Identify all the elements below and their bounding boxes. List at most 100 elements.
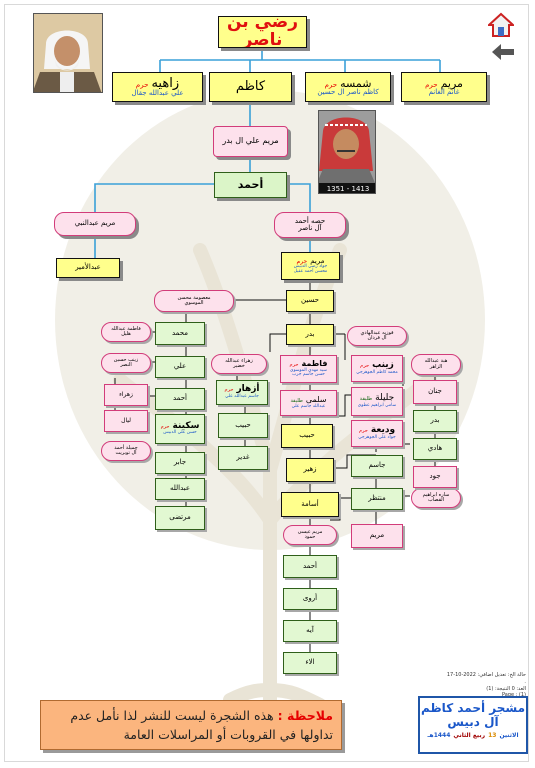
logo-year: 1444هـ — [427, 732, 451, 739]
ahmad-portrait-photo: 1413 - 1351 — [318, 110, 376, 194]
child-hadi[interactable]: هادي — [413, 438, 457, 460]
fawzia[interactable]: فوزيه عبدالهادي آل فردان — [347, 326, 407, 346]
osama-wife[interactable]: مريم عيسى حمود — [283, 525, 337, 545]
root-node[interactable]: رضي بن ناصر — [218, 16, 307, 48]
child-murtadha[interactable]: مرتضى — [155, 506, 205, 530]
abdullah-name: عبدالله — [169, 484, 191, 493]
fatima-name: فاطمة — [301, 359, 328, 369]
ali-name: علي — [173, 362, 187, 371]
hussain-wife-line1: معصومة محسن — [177, 294, 211, 301]
home-icon[interactable] — [486, 12, 516, 38]
osama-wife-line1: مريم عيسى — [297, 528, 323, 535]
child-jaber[interactable]: جابر — [155, 452, 205, 474]
badr-wife[interactable]: زهراء عبدالله خضير — [211, 354, 267, 374]
sara[interactable]: ساره ابراهيم القصاب — [411, 488, 461, 508]
mohammad-wife[interactable]: فاطمة عبدالله هليل — [101, 322, 151, 342]
abdulamir-name: عبدالأمير — [75, 263, 101, 272]
maryam-z-name: مريم — [369, 531, 385, 540]
child-mohammad[interactable]: محمد — [155, 322, 205, 345]
node-kadhim[interactable]: كاظم — [209, 72, 292, 102]
child-jood[interactable]: جود — [413, 466, 457, 488]
hussain-wife-line2: الموسوي — [184, 300, 204, 306]
node-abdulamir[interactable]: عبدالأمير — [56, 258, 120, 278]
logo-month: ربيع الثاني — [453, 732, 486, 739]
zainab-name: زينب — [372, 360, 394, 371]
hussain-wife[interactable]: معصومة محسن الموسوي — [154, 290, 234, 312]
child-badr2[interactable]: بدر — [413, 410, 457, 432]
node-hussain[interactable]: حسين — [286, 290, 334, 312]
osama-wife-line2: حمود — [304, 534, 316, 540]
fatima-tag: حرم — [289, 362, 299, 369]
child-ahmad3[interactable]: أحمد — [283, 555, 337, 578]
child-maryam-z[interactable]: مريم — [351, 524, 403, 548]
jinan-name: جنان — [428, 387, 442, 396]
wife-hessa[interactable]: حصه أحمد آل ناصر — [274, 212, 346, 238]
kadhim-name: كاظم — [235, 79, 266, 95]
hiba[interactable]: هبة عبدالله الزاهر — [411, 354, 461, 375]
node-badr[interactable]: بدر — [286, 324, 334, 345]
child-muntadhar[interactable]: منتظر — [351, 488, 403, 510]
badr-wife-line2: خضير — [233, 363, 245, 369]
child-jasim[interactable]: جاسم — [351, 455, 403, 477]
azhar-spouse: جاسم عبدالله علي — [225, 393, 259, 399]
node-osama[interactable]: أسامة — [281, 492, 339, 517]
shamsa-name: شمسه — [340, 76, 372, 90]
sara-line1: ساره ابراهيم — [422, 491, 450, 498]
hussain-name: حسين — [301, 296, 320, 305]
zainab-tag: حرم — [360, 363, 370, 370]
child-habib2[interactable]: حبيب — [218, 413, 268, 438]
child-jinan[interactable]: جنان — [413, 380, 457, 404]
sara-line2: القصاب — [428, 497, 445, 503]
node-zuhair[interactable]: زهير — [286, 458, 334, 482]
hadi-name: هادي — [427, 444, 443, 453]
child-zahraa[interactable]: زهراء — [104, 384, 148, 406]
jaleela-name: جليلة — [375, 393, 395, 404]
osama-name: أسامة — [301, 499, 319, 508]
node-habib[interactable]: حبيب — [281, 424, 333, 448]
child-abdullah[interactable]: عبدالله — [155, 478, 205, 500]
back-arrow-icon[interactable] — [492, 44, 514, 60]
hiba-line2: الزاهر — [429, 363, 443, 370]
wadeea-tag: حرم — [358, 428, 368, 435]
logo-date-num: 13 — [488, 732, 497, 739]
child-ahmad[interactable]: أحمد — [155, 388, 205, 410]
habib2-name: حبيب — [235, 420, 251, 429]
mohammad-wife-line1: فاطمة عبدالله — [111, 325, 141, 332]
ali-wife[interactable]: زينب حسين النصر — [101, 353, 151, 373]
logo-title: مشجر أحمد كاظم — [420, 701, 526, 715]
child-arwa[interactable]: أروى — [283, 588, 337, 610]
wife-right-line2: آل ناصر — [298, 224, 322, 232]
child-alaa[interactable]: الاء — [283, 652, 337, 674]
wadeea-name: وديعة — [370, 425, 396, 436]
shamsa-tag: حرم — [324, 80, 338, 89]
child-aya[interactable]: آيه — [283, 620, 337, 642]
node-ahmad[interactable]: أحمد — [214, 172, 287, 198]
meta-line-2: . — [524, 678, 526, 685]
fatima-line2: حسن جاسم جرب — [292, 372, 325, 378]
salma-spouse: عبدالله جاسم علي — [291, 403, 326, 409]
child-ali[interactable]: علي — [155, 356, 205, 378]
child-ghadeer[interactable]: غدير — [218, 446, 268, 470]
child-layal[interactable]: ليال — [104, 410, 148, 432]
note-box: ملاحظة : هذه الشجرة ليست للنشر لذا نأمل … — [40, 700, 342, 750]
maryam-d-line2: محسن أحمد عقيل — [293, 268, 328, 274]
wife-maryam-abdulnabi[interactable]: مريم عبدالنبي — [54, 212, 136, 236]
zahraa-name: زهراء — [119, 390, 133, 398]
kadhim-wife[interactable]: مريم علي ال بدر — [213, 126, 288, 157]
meta-line-4: Page : (1) — [418, 692, 526, 699]
salma-name: سلمى — [305, 395, 327, 405]
hiba-line1: هبة عبدالله — [424, 358, 448, 365]
ahmad2-wife[interactable]: جميلة أحمد آل توبريت — [101, 441, 151, 461]
maryam-spouse: غانم الغانم — [428, 88, 460, 97]
